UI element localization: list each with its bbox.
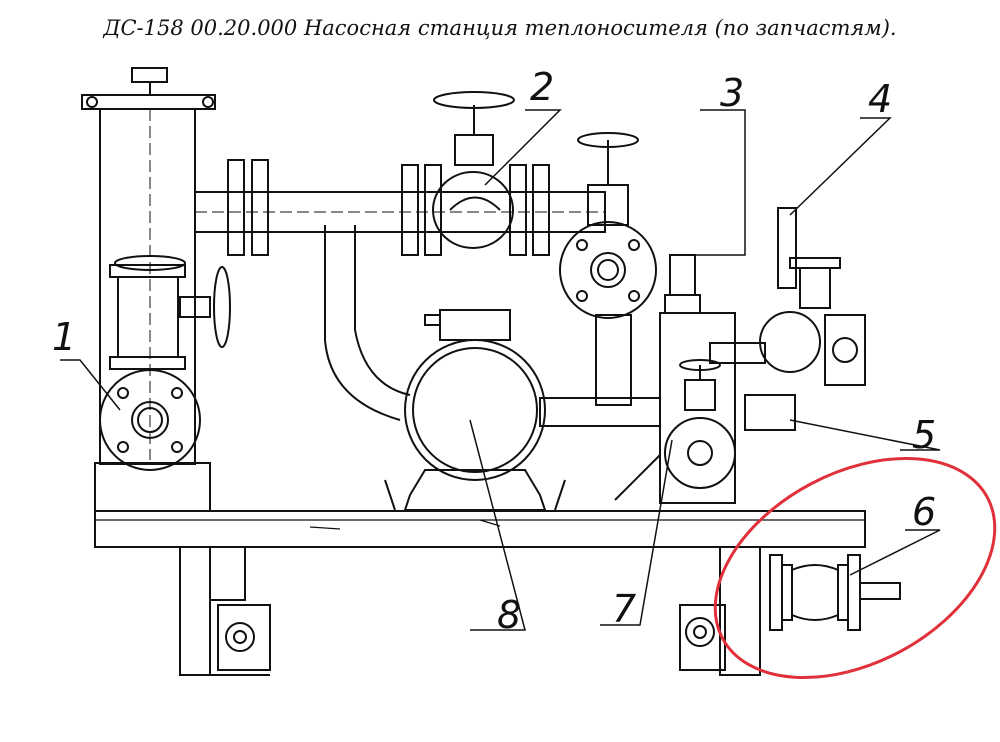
top-pipe bbox=[194, 91, 606, 256]
callout-6: 6 bbox=[912, 490, 936, 534]
leader-lines bbox=[60, 109, 941, 631]
callout-1: 1 bbox=[52, 315, 76, 359]
callout-3: 3 bbox=[720, 71, 744, 115]
right-valve-4 bbox=[709, 207, 866, 431]
highlight-ellipse bbox=[713, 456, 997, 680]
bent-pipe bbox=[324, 225, 661, 427]
right-top-flange bbox=[559, 132, 657, 406]
callout-5: 5 bbox=[912, 413, 936, 457]
callout-4: 4 bbox=[868, 77, 892, 121]
callout-7: 7 bbox=[612, 587, 636, 631]
left-valve bbox=[109, 255, 231, 370]
sensor-box-3 bbox=[614, 254, 736, 504]
base-frame bbox=[94, 462, 866, 676]
bottom-right-valve-6 bbox=[769, 554, 901, 631]
callout-8: 8 bbox=[497, 593, 521, 637]
left-flange bbox=[99, 369, 201, 471]
pump-8 bbox=[384, 309, 566, 511]
callout-2: 2 bbox=[530, 65, 554, 109]
drawing-title: ДС-158 00.20.000 Насосная станция теплон… bbox=[103, 16, 897, 40]
